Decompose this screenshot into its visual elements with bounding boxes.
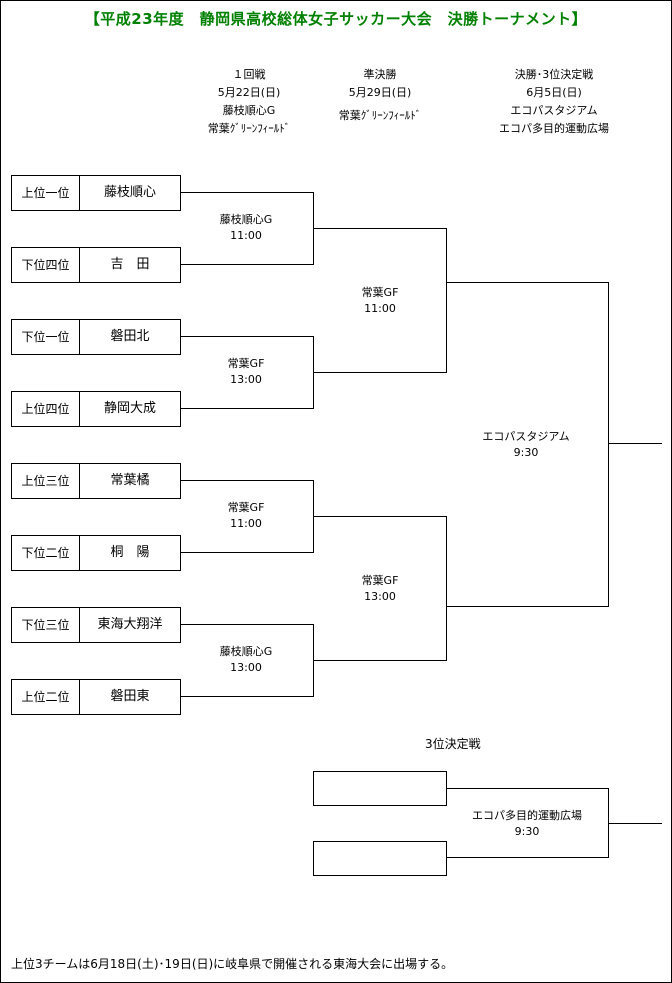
match-label: エコパ多目的運動広場 9:30 <box>454 808 600 840</box>
match-label: 常葉GF 13:00 <box>320 573 440 605</box>
team-seed: 上位二位 <box>12 680 80 714</box>
team-box: 下位三位 東海大翔洋 <box>11 607 181 643</box>
team-seed: 上位一位 <box>12 176 80 210</box>
match-label: エコパスタジアム 9:30 <box>458 429 594 461</box>
team-seed: 下位二位 <box>12 536 80 570</box>
match-time: 13:00 <box>230 373 262 386</box>
team-box: 上位三位 常葉橘 <box>11 463 181 499</box>
semi-bracket <box>313 516 447 661</box>
round1-header: １回戦 5月22日(日) 藤枝順心G 常葉ｸﾞﾘｰﾝﾌｨｰﾙﾄﾞ <box>186 66 312 138</box>
footer-note: 上位3チームは6月18日(土)･19日(日)に岐阜県で開催される東海大会に出場す… <box>11 957 454 971</box>
team-name: 静岡大成 <box>103 401 156 416</box>
semi-date: 5月29日(日) <box>348 86 412 99</box>
final-header: 決勝･3位決定戦 6月5日(日) エコパスタジアム エコパ多目的運動広場 <box>478 66 630 138</box>
semi-bracket <box>313 228 447 373</box>
team-name: 東海大翔洋 <box>97 617 163 632</box>
match-venue: 藤枝順心G <box>219 213 273 226</box>
team-box: 上位四位 静岡大成 <box>11 391 181 427</box>
match-venue: エコパ多目的運動広場 <box>472 809 582 822</box>
final-name: 決勝･3位決定戦 <box>514 68 594 81</box>
match-venue: 常葉GF <box>227 357 265 370</box>
team-seed: 上位四位 <box>12 392 80 426</box>
third-place-slot <box>313 771 447 806</box>
team-name: 吉 田 <box>110 257 150 272</box>
match-time: 13:00 <box>364 590 396 603</box>
team-box: 下位四位 吉 田 <box>11 247 181 283</box>
round1-venue-a: 藤枝順心G <box>222 104 276 117</box>
match-time: 9:30 <box>514 825 540 838</box>
match-label: 常葉GF 11:00 <box>186 500 306 532</box>
final-bracket <box>446 282 609 607</box>
final-venue-a: エコパスタジアム <box>510 104 598 117</box>
final-date: 6月5日(日) <box>526 86 582 99</box>
match-time: 9:30 <box>513 446 539 459</box>
match-time: 11:00 <box>230 229 262 242</box>
third-place-heading: 3位決定戦 <box>425 737 481 751</box>
match-label: 藤枝順心G 13:00 <box>186 644 306 676</box>
match-label: 藤枝順心G 11:00 <box>186 212 306 244</box>
team-box: 下位一位 磐田北 <box>11 319 181 355</box>
round1-name: １回戦 <box>232 68 266 81</box>
team-name: 常葉橘 <box>110 473 150 488</box>
match-venue: エコパスタジアム <box>482 430 570 443</box>
semi-name: 準決勝 <box>363 68 397 81</box>
semi-venue: 常葉ｸﾞﾘｰﾝﾌｨｰﾙﾄﾞ <box>338 109 422 122</box>
third-place-slot <box>313 841 447 876</box>
team-name: 桐 陽 <box>110 545 150 560</box>
team-seed: 上位三位 <box>12 464 80 498</box>
match-time: 13:00 <box>230 661 262 674</box>
match-venue: 常葉GF <box>361 574 399 587</box>
page-title: 【平成23年度 静岡県高校総体女子サッカー大会 決勝トーナメント】 <box>84 10 588 28</box>
team-name: 磐田東 <box>110 689 150 704</box>
match-time: 11:00 <box>364 302 396 315</box>
team-seed: 下位三位 <box>12 608 80 642</box>
final-venue-b: エコパ多目的運動広場 <box>499 122 609 135</box>
semi-header: 準決勝 5月29日(日) 常葉ｸﾞﾘｰﾝﾌｨｰﾙﾄﾞ <box>317 66 443 125</box>
match-label: 常葉GF 11:00 <box>320 285 440 317</box>
round1-venue-b: 常葉ｸﾞﾘｰﾝﾌｨｰﾙﾄﾞ <box>207 122 291 135</box>
team-name: 磐田北 <box>110 329 150 344</box>
team-seed: 下位四位 <box>12 248 80 282</box>
match-label: 常葉GF 13:00 <box>186 356 306 388</box>
match-venue: 常葉GF <box>227 501 265 514</box>
team-seed: 下位一位 <box>12 320 80 354</box>
team-box: 上位二位 磐田東 <box>11 679 181 715</box>
match-time: 11:00 <box>230 517 262 530</box>
match-venue: 藤枝順心G <box>219 645 273 658</box>
match-venue: 常葉GF <box>361 286 399 299</box>
team-name: 藤枝順心 <box>103 185 156 200</box>
round1-date: 5月22日(日) <box>217 86 281 99</box>
